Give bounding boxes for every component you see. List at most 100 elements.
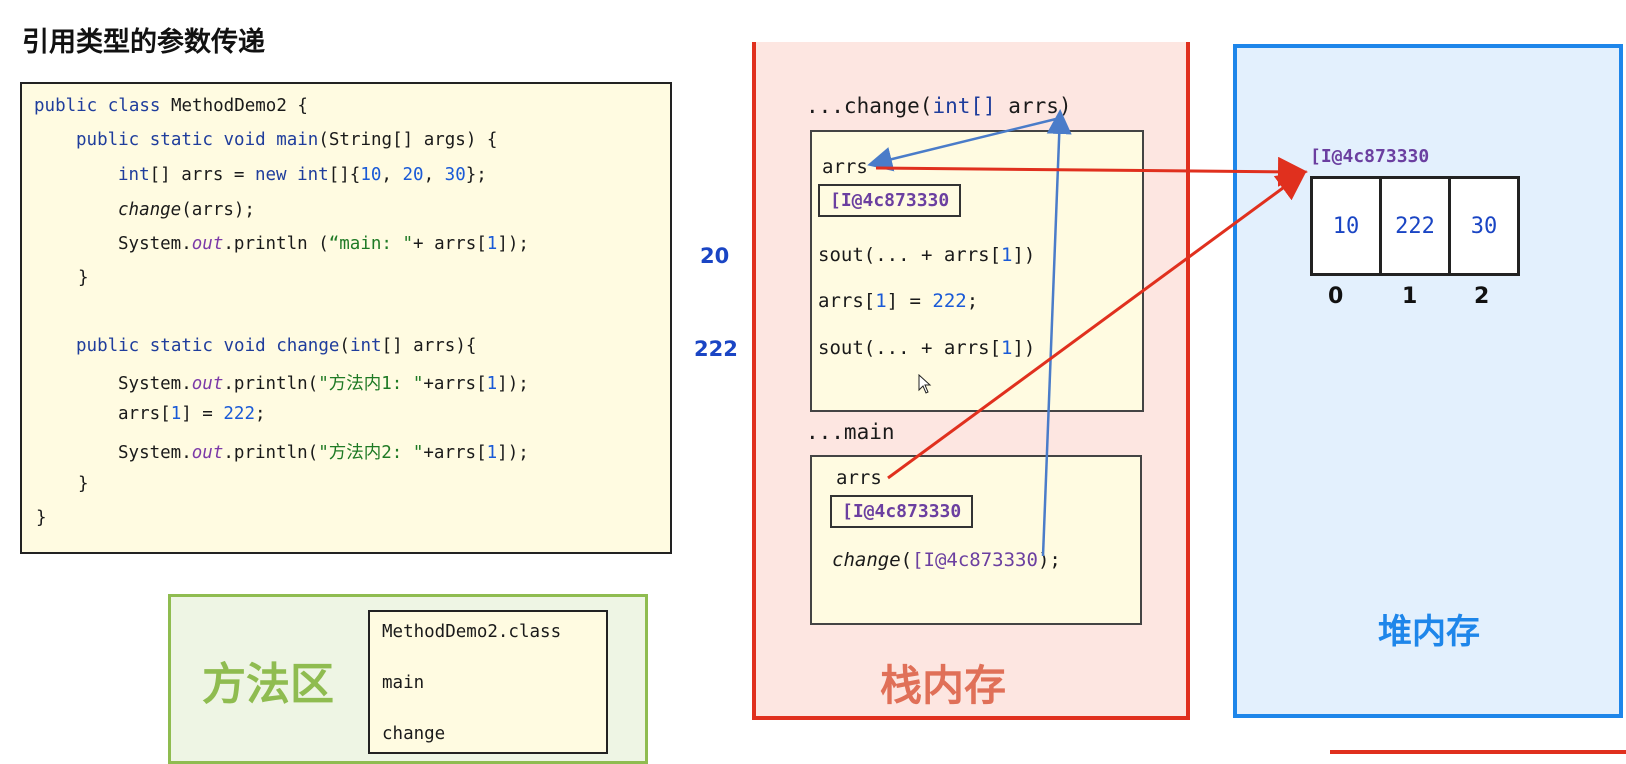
code-token: ]);	[497, 443, 529, 463]
code-token: ] =	[181, 404, 224, 424]
main-ref-arrow	[887, 170, 1307, 480]
code-token: .println(	[223, 443, 319, 463]
code-token: .println (	[223, 234, 329, 254]
method-area-list: MethodDemo2.class main change	[368, 610, 608, 754]
code-token: ...change(	[806, 94, 933, 118]
method-area-item: change	[382, 724, 446, 744]
code-token: public static void	[76, 336, 266, 356]
code-line-2: public static void main(String[] args) {	[76, 130, 497, 150]
code-token: [] arrs){	[381, 336, 477, 356]
code-token: 10	[360, 165, 382, 185]
array-index: 2	[1474, 284, 1490, 309]
code-token: public class	[34, 96, 161, 116]
code-token: ])	[1012, 244, 1036, 266]
code-token: ;	[966, 290, 979, 312]
code-token: "方法内1: "	[318, 374, 424, 394]
slide-title: 引用类型的参数传递	[22, 27, 265, 58]
code-token: };	[465, 165, 487, 185]
code-token: int	[118, 165, 150, 185]
code-token: int	[286, 165, 329, 185]
param-pass-arrow	[1041, 109, 1072, 557]
code-token: sout(... + arrs[	[818, 244, 1002, 266]
array-index: 0	[1328, 284, 1344, 309]
main-stack-frame	[810, 455, 1142, 625]
code-token: "方法内2: "	[318, 443, 424, 463]
code-token: change	[265, 336, 340, 356]
code-token: 1	[875, 290, 887, 312]
change-stack-frame	[810, 130, 1144, 412]
change-frame-stmt: sout(... + arrs[1])	[818, 337, 1035, 359]
output-value: 222	[694, 337, 738, 361]
code-line-6: }	[78, 268, 89, 288]
code-line-8: System.out.println("方法内1: "+arrs[1]);	[118, 370, 529, 395]
code-token: + arrs[	[413, 234, 487, 254]
array-cell: 30	[1470, 213, 1498, 239]
code-token: .println(	[223, 374, 319, 394]
code-token: “main: "	[328, 234, 414, 254]
code-token: main	[265, 130, 319, 150]
change-frame-stmt: arrs[1] = 222;	[818, 290, 978, 312]
array-cell: 222	[1382, 179, 1451, 273]
code-token: (	[900, 549, 913, 571]
change-frame-var: arrs	[822, 156, 868, 178]
code-token: out	[191, 443, 224, 463]
code-token: System.	[118, 443, 192, 463]
code-token: change	[118, 200, 182, 220]
code-token: int[]	[932, 94, 996, 118]
code-token: 1	[486, 443, 498, 463]
code-line-11: }	[78, 474, 89, 494]
code-token: public static void	[76, 130, 266, 150]
code-token: System.	[118, 374, 192, 394]
code-token: ,	[381, 165, 403, 185]
code-token: arrs[	[818, 290, 876, 312]
code-token: change	[832, 549, 901, 571]
code-token: 222	[932, 290, 967, 312]
heap-array: 10 222 30	[1310, 176, 1520, 276]
code-token: [I@4c873330	[912, 549, 1038, 571]
code-token: 1	[1001, 244, 1013, 266]
code-token: +arrs[	[423, 374, 487, 394]
code-line-10: System.out.println("方法内2: "+arrs[1]);	[118, 439, 529, 464]
code-token: (	[339, 336, 350, 356]
code-token: out	[191, 234, 224, 254]
code-token: out	[191, 374, 224, 394]
main-frame-address: [I@4c873330	[830, 495, 974, 528]
code-token: arrs[	[118, 404, 171, 424]
code-token: 222	[223, 404, 255, 424]
code-line-3: int[] arrs = new int[]{10, 20, 30};	[118, 165, 487, 185]
code-token: System.	[118, 234, 192, 254]
array-index: 1	[1402, 284, 1418, 309]
code-token: 20	[402, 165, 424, 185]
change-ref-arrow	[875, 156, 1308, 187]
mouse-cursor-icon	[918, 374, 932, 394]
code-token: 1	[486, 374, 498, 394]
method-area-item: main	[382, 673, 425, 693]
code-token: 30	[444, 165, 466, 185]
code-token: new	[254, 165, 287, 185]
code-panel: public class MethodDemo2 { public static…	[20, 82, 672, 554]
code-token: sout(... + arrs[	[818, 337, 1002, 359]
heap-memory-label: 堆内存	[1378, 612, 1480, 652]
code-token: ]);	[497, 374, 529, 394]
code-token: ]);	[497, 234, 529, 254]
code-token: [] arrs =	[149, 165, 255, 185]
main-frame-var: arrs	[836, 467, 882, 489]
code-token: (arrs);	[181, 200, 255, 220]
main-frame-header: ...main	[806, 420, 895, 444]
code-token: 1	[486, 234, 498, 254]
change-frame-stmt: sout(... + arrs[1])	[818, 244, 1035, 266]
code-token: +arrs[	[423, 443, 487, 463]
code-line-4: change(arrs);	[118, 200, 255, 220]
code-token: 1	[1001, 337, 1013, 359]
heap-array-address: [I@4c873330	[1310, 146, 1430, 167]
heap-memory	[1233, 44, 1623, 718]
code-line-5: System.out.println (“main: "+ arrs[1]);	[118, 234, 529, 254]
output-value: 20	[700, 244, 730, 268]
stack-memory-label: 栈内存	[880, 661, 1007, 710]
change-frame-address: [I@4c873330	[818, 184, 962, 217]
code-line-12: }	[36, 508, 47, 528]
code-token: ] =	[886, 290, 933, 312]
code-line-1: public class MethodDemo2 {	[34, 96, 308, 116]
method-area-item: MethodDemo2.class	[382, 622, 562, 642]
